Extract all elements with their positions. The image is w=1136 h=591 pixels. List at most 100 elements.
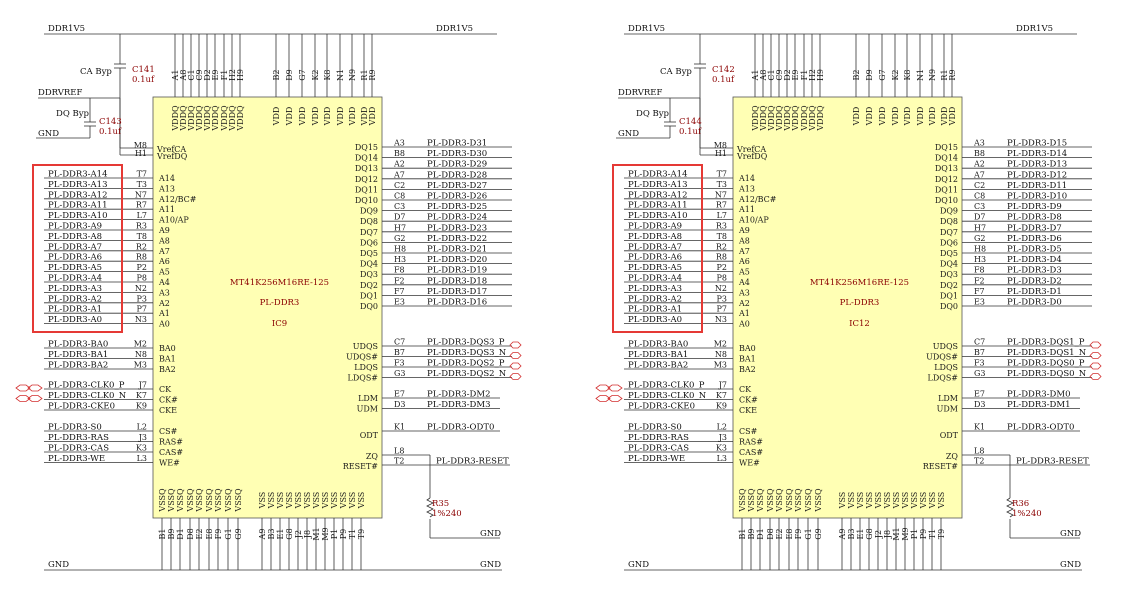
addr-net-label: PL-DDR3-A6 [628,253,682,263]
zq-pin-name: ZQ [366,452,379,461]
offpage-port-icon [27,395,43,402]
vss-pin-name: VSS [348,492,357,510]
vdd-pin-name: VDD [311,107,320,127]
addr-net-label: PL-DDR3-A14 [48,170,108,180]
addr-pin-number: P3 [717,294,727,303]
clk-pin-number: K7 [716,391,727,400]
dq-pin-number: A7 [973,170,985,179]
vss-pin-number: P1 [330,529,339,539]
dq-pin-name: DQ4 [360,260,378,269]
dq-pin-name: DQ8 [360,217,378,226]
addr-net-label: PL-DDR3-A5 [48,263,102,273]
gnd-label-left: GND [48,560,69,570]
dqs-pin-name: UDQS# [926,353,958,362]
dq-pin-number: C2 [974,181,985,190]
dm-pin-name: UDM [937,405,958,414]
addr-pin-name: A2 [158,299,170,308]
vddq-pin-number: E9 [791,70,800,81]
dq-net-label: PL-DDR3-D30 [427,149,487,159]
addr-pin-name: A12/BC# [738,195,777,204]
dqs-net-label: PL-DDR3-DQS0_N [1007,369,1087,379]
vssq-pin-name: VSSQ [176,488,185,513]
vddq-pin-number: C9 [195,69,204,80]
vssq-pin-name: VSSQ [224,488,233,513]
ba-pin-name: BA2 [159,365,176,374]
vdd-pin-number: D9 [865,69,874,81]
vss-pin-number: T9 [357,529,366,539]
dq-pin-name: DQ3 [360,270,378,279]
vssq-pin-name: VSSQ [747,488,756,513]
reset-pin-number: T2 [394,457,404,466]
ba-pin-name: BA0 [159,344,176,353]
zq-pin-number: L8 [974,447,984,456]
cmd-pin-number: J3 [138,433,147,442]
dq-net-label: PL-DDR3-D10 [1007,192,1067,202]
addr-pin-name: A11 [738,205,755,214]
vssq-pin-number: B9 [747,529,756,540]
vssq-pin-name: VSSQ [766,488,775,513]
dq-net-label: PL-DDR3-D5 [1007,245,1062,255]
vdd-pin-name: VDD [903,107,912,127]
vddq-pin-number: H2 [808,69,817,81]
vdd-pin-name: VDD [360,107,369,127]
dq-pin-name: DQ5 [360,249,378,258]
vddq-pin-name: VDDQ [751,105,760,132]
offpage-port-icon [509,352,522,359]
vssq-pin-name: VSSQ [804,488,813,513]
cmd-net-label: PL-DDR3-WE [628,454,685,464]
clk-net-label: PL-DDR3-CLK0_N [48,391,127,401]
reset-pin-name: RESET# [343,462,379,471]
vss-pin-name: VSS [874,492,883,510]
dq-net-label: PL-DDR3-D14 [1007,149,1067,159]
offpage-port-icon [509,373,522,380]
dqs-pin-name: UDQS# [346,353,378,362]
vref-pin-number: M8 [134,141,147,150]
vddq-pin-number: A8 [759,70,768,82]
vdd-pin-number: K2 [891,69,900,80]
ca-byp-label: CA Byp [660,67,692,77]
cap-bot-value: 0.1uf [679,127,702,137]
dq-pin-name: DQ1 [360,291,378,300]
addr-net-label: PL-DDR3-A3 [628,284,682,294]
addr-pin-number: P2 [717,263,727,272]
vdd-pin-name: VDD [928,107,937,127]
dqs-pin-number: B7 [394,348,405,357]
vddq-pin-name: VDDQ [808,105,817,132]
addr-net-label: PL-DDR3-A10 [48,211,108,221]
vssq-pin-number: D1 [756,528,765,540]
offpage-port-icon [595,395,611,402]
addr-pin-name: A7 [158,247,170,256]
dm-net-label: PL-DDR3-DM2 [427,390,490,400]
addr-net-label: PL-DDR3-A9 [628,222,682,232]
vddq-pin-name: VDDQ [775,105,784,132]
reset-pin-name: RESET# [923,462,959,471]
vddq-pin-name: VDDQ [187,105,196,132]
addr-pin-name: A8 [158,236,170,245]
dqs-pin-name: LDQS# [928,374,959,383]
resistor-icon [1006,497,1014,518]
zq-pin-name: ZQ [946,452,959,461]
addr-pin-name: A14 [158,174,175,183]
odt-net-label: PL-DDR3-ODT0 [427,423,494,433]
vdd-pin-name: VDD [368,107,377,127]
ba-net-label: PL-DDR3-BA2 [628,361,688,371]
vdd-label-right: DDR1V5 [436,24,473,34]
clk-net-label: PL-DDR3-CLK0_P [628,381,705,391]
vddq-pin-name: VDDQ [195,105,204,132]
vss-pin-name: VSS [357,492,366,510]
vdd-pin-number: R9 [948,69,957,80]
vdd-label-left: DDR1V5 [628,24,665,34]
vddq-pin-number: H9 [816,69,825,81]
cmd-net-label: PL-DDR3-WE [48,454,105,464]
addr-net-label: PL-DDR3-A13 [628,180,688,190]
dqs-net-label: PL-DDR3-DQS3_P [427,338,505,348]
vdd-label-right: DDR1V5 [1016,24,1053,34]
dq-pin-name: DQ9 [360,207,378,216]
addr-pin-number: N2 [715,284,727,293]
offpage-port-icon [509,341,522,349]
dq-pin-number: A2 [973,160,985,169]
clk-net-label: PL-DDR3-CLK0_P [48,381,125,391]
vss-pin-number: M9 [321,527,330,540]
cmd-pin-number: L2 [717,423,727,432]
addr-pin-number: N3 [715,315,727,324]
